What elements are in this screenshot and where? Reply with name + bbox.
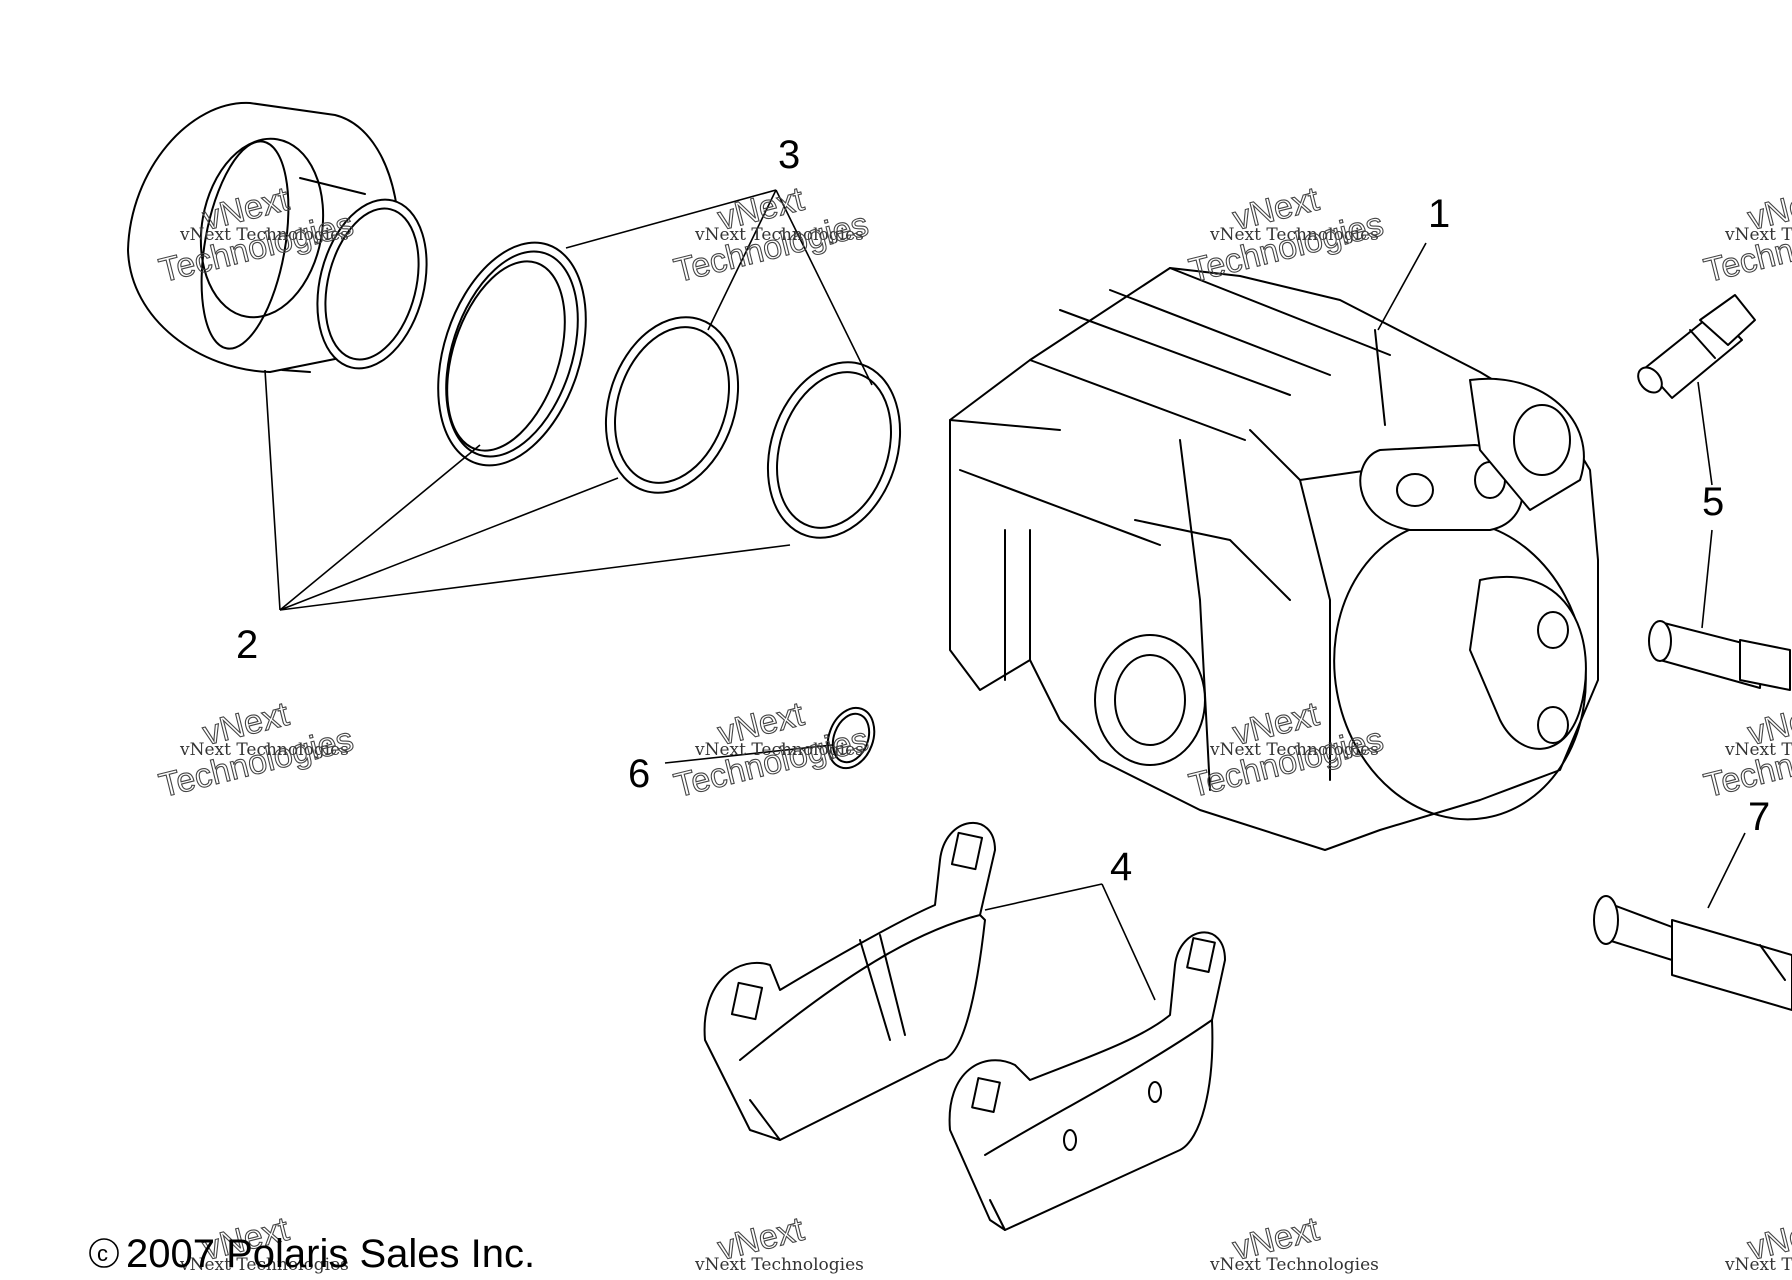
svg-text:vNext Technologies: vNext Technologies xyxy=(1724,1255,1792,1275)
watermark: vNext Technologies vNext Technologies xyxy=(1185,179,1388,290)
callout-7: 7 xyxy=(1748,795,1770,839)
watermark: vNext Technologies vNext Technologies xyxy=(155,694,358,805)
callout-6: 6 xyxy=(628,752,650,796)
callout-5: 5 xyxy=(1702,480,1724,524)
svg-text:vNext Technologies: vNext Technologies xyxy=(179,1255,349,1275)
svg-text:vNext Technologies: vNext Technologies xyxy=(694,225,864,245)
svg-text:vNext Technologies: vNext Technologies xyxy=(179,225,349,245)
brake-pad-right xyxy=(948,931,1226,1231)
copyright-text: 2007 Polaris Sales Inc. xyxy=(126,1232,535,1276)
callout-1: 1 xyxy=(1428,192,1450,236)
watermark: vNext Technologies vNext Technologies xyxy=(1700,179,1792,290)
leader-lines xyxy=(264,189,1746,1001)
svg-text:vNext: vNext xyxy=(1744,1210,1792,1268)
caliper-body xyxy=(949,267,1599,851)
copyright-notice: c 2007 Polaris Sales Inc. xyxy=(89,1232,535,1276)
callout-4: 4 xyxy=(1110,845,1132,889)
brake-pad-left xyxy=(703,822,996,1141)
seal-ring-small xyxy=(766,361,902,539)
o-ring xyxy=(826,706,876,770)
svg-text:vNext Technologies: vNext Technologies xyxy=(179,740,349,760)
mounting-bolt xyxy=(1593,895,1792,1011)
svg-text:vNext Technologies: vNext Technologies xyxy=(694,1255,864,1275)
svg-text:vNext Technologies: vNext Technologies xyxy=(1724,225,1792,245)
seal-ring-large xyxy=(437,241,587,467)
slide-pin-lower xyxy=(1648,620,1791,691)
seal-ring-medium xyxy=(604,316,740,494)
svg-text:vNext: vNext xyxy=(1744,180,1792,238)
watermark: vNext Technologies vNext xyxy=(694,1209,864,1275)
svg-text:vNext Technologies: vNext Technologies xyxy=(1209,225,1379,245)
svg-text:vNext Technologies: vNext Technologies xyxy=(1209,740,1379,760)
watermark: vNext Technologies vNext xyxy=(179,1209,349,1275)
svg-text:vNext Technologies: vNext Technologies xyxy=(694,740,864,760)
svg-text:vNext: vNext xyxy=(1744,695,1792,753)
callout-3: 3 xyxy=(778,133,800,177)
svg-text:vNext Technologies: vNext Technologies xyxy=(1724,740,1792,760)
svg-text:vNext Technologies: vNext Technologies xyxy=(1209,1255,1379,1275)
slide-pin-upper xyxy=(1637,294,1756,399)
watermark: vNext Technologies vNext xyxy=(1209,1209,1379,1275)
piston-part xyxy=(127,101,428,373)
watermark: vNext Technologies vNext Technologies xyxy=(670,179,873,290)
watermark: vNext Technologies vNext xyxy=(1724,1209,1792,1275)
watermark: vNext Technologies vNext Technologies xyxy=(670,694,873,805)
callout-numbers: 1 2 3 4 5 6 7 xyxy=(236,133,1770,889)
callout-2: 2 xyxy=(236,623,258,667)
copyright-circle-icon xyxy=(89,1238,119,1268)
watermark: vNext Technologies vNext Technologies xyxy=(1700,694,1792,805)
copyright-symbol: c xyxy=(97,1241,108,1266)
